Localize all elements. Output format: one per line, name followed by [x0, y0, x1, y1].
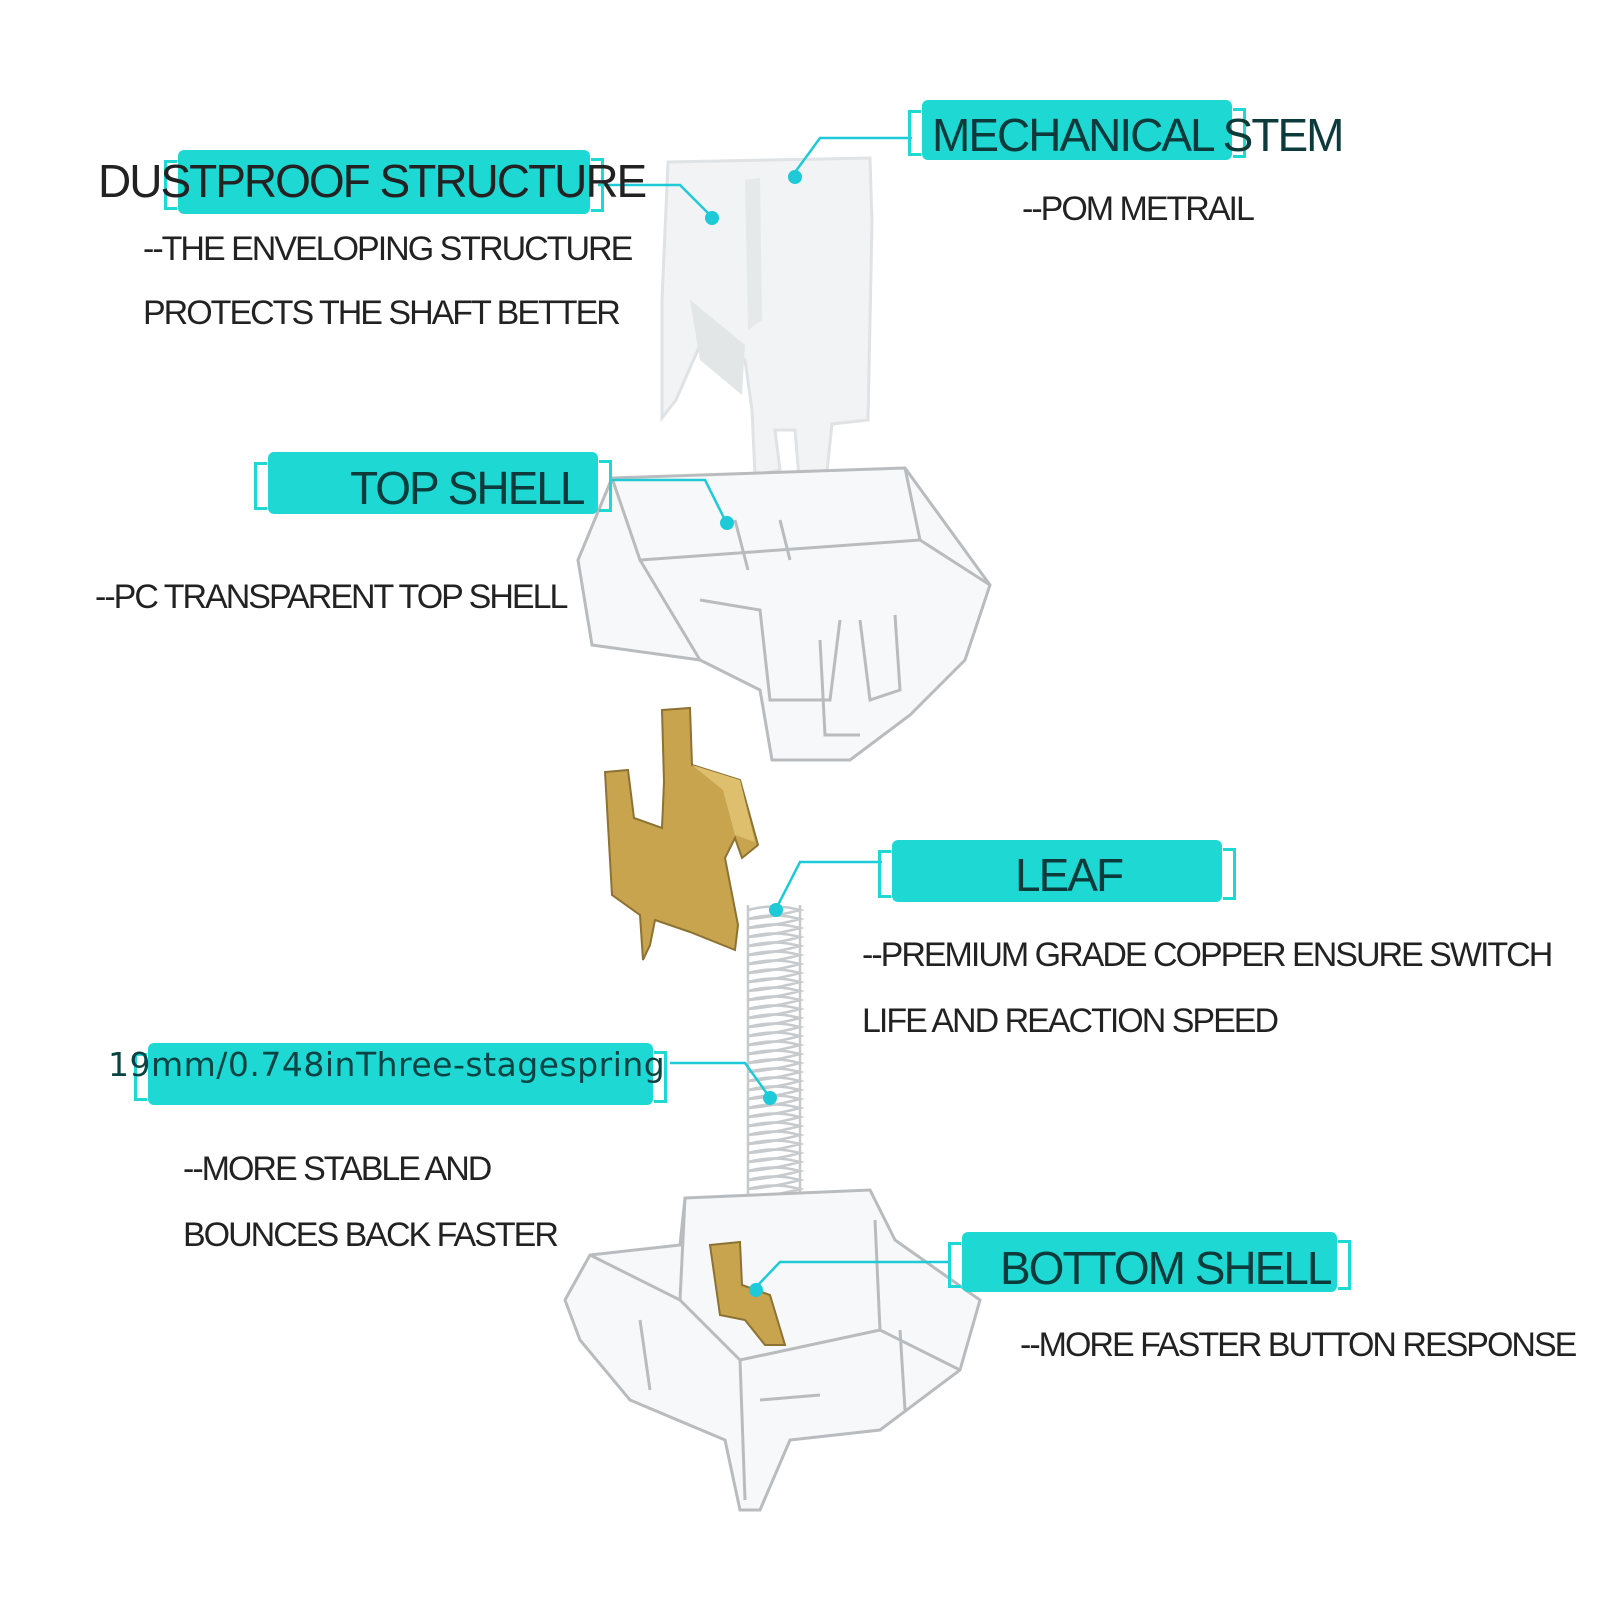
leaf-desc-line-2: LIFE AND REACTION SPEED: [862, 1002, 1279, 1040]
bottom-shell-desc-line-1: --MORE FASTER BUTTON RESPONSE: [1020, 1326, 1577, 1364]
leaf-title: LEAF: [1015, 849, 1124, 901]
leader-dots: [705, 170, 802, 1297]
dustproof-desc-line-2: PROTECTS THE SHAFT BETTER: [143, 294, 621, 332]
leaf-label-background: [878, 840, 1236, 902]
dustproof-title: DUSTPROOF STRUCTURE: [98, 155, 647, 207]
bottom-shell-title: BOTTOM SHELL: [1000, 1242, 1332, 1294]
stem-desc-line-1: --POM METRAIL: [1022, 190, 1255, 228]
leaf-part: [603, 706, 760, 961]
top-shell-label-background: [254, 452, 612, 514]
spring-label-background: [134, 1043, 667, 1105]
stem-part: [660, 156, 874, 493]
spring-title: 19mm/0.748inThree-stagespring: [108, 1045, 666, 1084]
dustproof-desc-line-1: --THE ENVELOPING STRUCTURE: [143, 230, 633, 268]
leaf-desc-line-1: --PREMIUM GRADE COPPER ENSURE SWITCH: [862, 936, 1553, 974]
spring-part: [746, 905, 805, 1200]
bottom-shell-label-background: [948, 1232, 1351, 1292]
top-shell-part: [576, 466, 992, 762]
stem-title: MECHANICAL STEM: [932, 109, 1344, 161]
dustproof-label-background: [164, 150, 604, 214]
spring-desc-line-1: --MORE STABLE AND: [183, 1150, 492, 1188]
spring-desc-line-2: BOUNCES BACK FASTER: [183, 1216, 559, 1254]
leader-lines: [598, 136, 948, 1286]
bottom-shell-part: [563, 1188, 982, 1512]
top-shell-desc-line-1: --PC TRANSPARENT TOP SHELL: [95, 578, 568, 616]
stem-label-background: [908, 100, 1246, 160]
top-shell-title: TOP SHELL: [350, 462, 585, 514]
bottom-leaf-part: [708, 1240, 787, 1346]
